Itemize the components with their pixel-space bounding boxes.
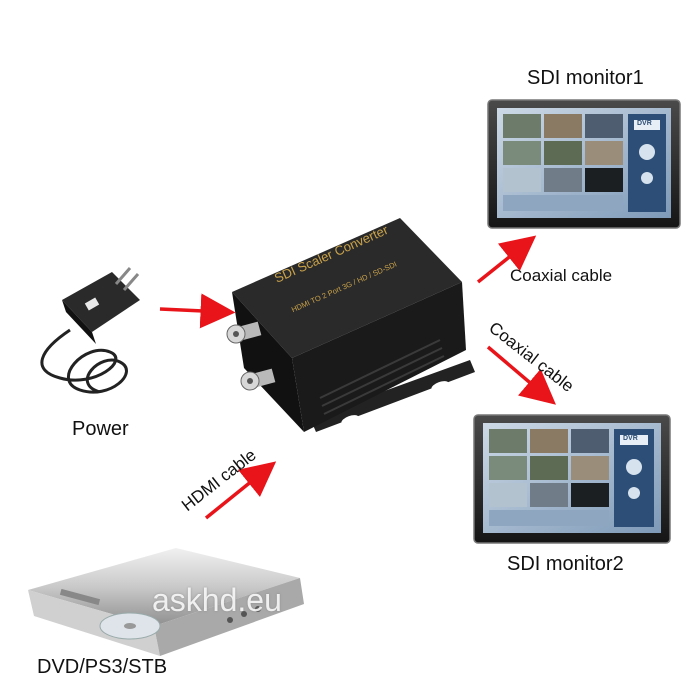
power-label: Power [72, 418, 129, 440]
dvd-player [28, 548, 304, 656]
monitor1-label: SDI monitor1 [527, 67, 644, 89]
camera-grid-1 [503, 114, 623, 211]
arrow-power-to-device [159, 293, 236, 329]
arrows [159, 235, 557, 520]
monitor1-badge: DVR [637, 120, 652, 127]
watermark: askhd.eu [152, 582, 282, 618]
sdi-monitor-1 [487, 99, 681, 229]
monitor2-label: SDI monitor2 [507, 553, 624, 575]
player-label: DVD/PS3/STB [37, 656, 168, 678]
sdi-scaler-converter [226, 218, 475, 432]
bnc-out-2 [240, 368, 276, 391]
coax-cable-label-1: Coaxial cable [510, 266, 613, 285]
arrow-hdmi-to-device [204, 461, 277, 520]
sdi-monitor-2 [473, 414, 671, 544]
power-adapter [40, 267, 140, 394]
monitor2-badge: DVR [623, 435, 638, 442]
bnc-out-1 [226, 321, 262, 344]
arrow-device-to-monitor1 [476, 235, 537, 284]
arrow-device-to-monitor2 [486, 345, 557, 405]
camera-grid-2 [489, 429, 609, 526]
